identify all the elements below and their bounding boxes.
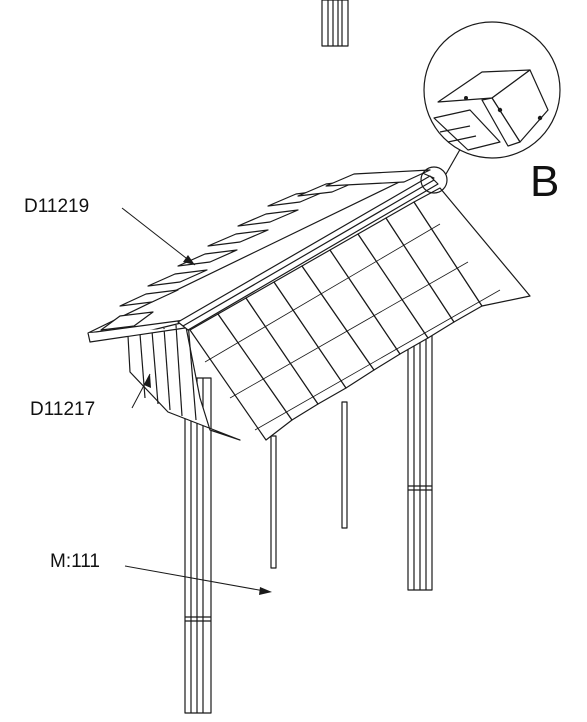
hanging-rods (270, 401, 348, 569)
post-right (407, 319, 433, 591)
detail-callout-label: B (530, 157, 560, 206)
ridge-beam (177, 175, 439, 331)
roof-slope-front (189, 187, 531, 441)
roof-slope-back (87, 169, 435, 343)
part-label-d11217: D11217 (30, 399, 96, 420)
leader-arrowheads (144, 255, 272, 595)
post-left (184, 377, 212, 714)
detail-b-view (423, 21, 561, 159)
post-stub-top (321, 0, 349, 47)
detail-callout-marker (420, 145, 463, 194)
gable-end (127, 321, 241, 441)
part-label-d11219: D11219 (24, 196, 90, 217)
part-label-m111: M:111 (50, 551, 100, 572)
